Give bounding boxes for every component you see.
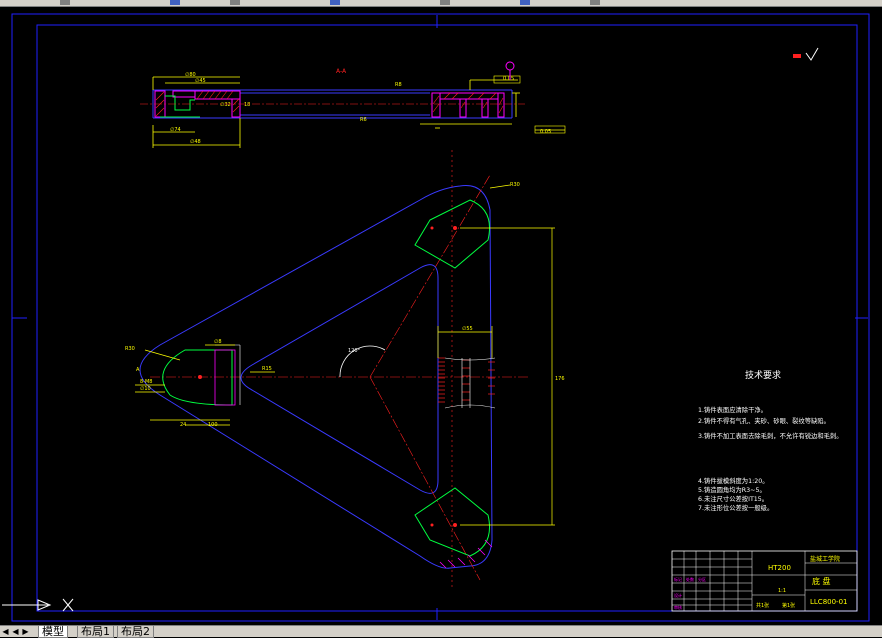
drawing-number: LLC800-01	[810, 598, 847, 606]
tech-requirements: 技术要求 1.铸件表面应清除干净。 2.铸件不得有气孔、夹砂、砂眼、裂纹等缺陷。…	[698, 369, 843, 512]
title-block-cell: 审核	[674, 604, 682, 610]
material-label: HT200	[768, 564, 791, 572]
dim-text: R30	[510, 182, 520, 188]
dim-text: R6	[360, 117, 367, 123]
tab-next-icon[interactable]: ▶	[22, 627, 29, 636]
dim-text: ∅80	[185, 72, 196, 78]
cad-drawing: A-A	[2, 13, 870, 622]
title-block-cell: 设计	[674, 592, 682, 598]
plan-view: 120°	[125, 150, 565, 590]
title-block-cell: 标记	[674, 576, 682, 582]
section-view: ∅80 ∅45 ∅48 ∅74 R8 R6 ∅32 18 0.05 0.05	[140, 61, 566, 148]
dim-text: 100	[208, 422, 218, 428]
title-block-cell: 处数	[686, 576, 694, 582]
dim-text: 24	[180, 422, 186, 428]
tab-layout1[interactable]: 布局1	[77, 626, 114, 638]
school-label: 盐城工学院	[810, 555, 840, 563]
dim-text: R15	[262, 366, 272, 372]
toolbar	[0, 0, 882, 7]
part-name: 底 盘	[812, 576, 831, 586]
layout-tab-bar: ◀ ◀ ▶ 模型 布局1 布局2	[0, 625, 882, 638]
dim-text: ∅55	[462, 326, 473, 332]
tech-line: 7.未注形位公差按一般级。	[698, 503, 773, 512]
dim-text: R30	[125, 346, 135, 352]
tab-layout2[interactable]: 布局2	[117, 626, 154, 638]
tech-line: 1.铸件表面应清除干净。	[698, 405, 767, 414]
drawing-canvas[interactable]: A-A	[0, 7, 882, 625]
dim-text: 120°	[348, 348, 361, 354]
dim-text: ∅8	[214, 339, 222, 345]
dim-text: 18	[244, 102, 250, 108]
dim-text: A	[136, 367, 140, 373]
toolbar-icon[interactable]	[520, 0, 530, 5]
scale-label: 1:1	[778, 588, 786, 594]
toolbar-icon[interactable]	[170, 0, 180, 5]
ucs-icon	[2, 598, 74, 612]
tech-line: 6.未注尺寸公差按IT15。	[698, 494, 768, 503]
toolbar-icon[interactable]	[230, 0, 240, 5]
plate-outline	[139, 185, 493, 569]
dim-text: ∅74	[170, 127, 181, 133]
dim-text: R8	[395, 82, 402, 88]
inner-frame	[36, 24, 858, 612]
toolbar-icon[interactable]	[330, 0, 340, 5]
outer-frame	[11, 13, 870, 622]
tech-title: 技术要求	[745, 369, 781, 381]
datum-circle	[505, 61, 515, 71]
dim-text: ∅45	[195, 78, 206, 84]
dim-text: 0.05	[540, 129, 551, 135]
tech-line: 5.铸造圆角均为R3~5。	[698, 485, 766, 494]
sheet-total: 共1张	[756, 602, 769, 609]
dim-text: ∅48	[190, 139, 201, 145]
dim-text: ∅32	[220, 102, 231, 108]
geometric-tolerance-frame	[534, 125, 566, 134]
toolbar-icon[interactable]	[590, 0, 600, 5]
tech-line: 4.铸件拔模斜度为1:20。	[698, 476, 769, 485]
title-block: 标记 处数 分区 设计 审核 HT200 盐城工学院 底 盘 LLC800-01…	[671, 550, 858, 612]
tab-model[interactable]: 模型	[38, 626, 68, 638]
dim-text: 176	[555, 376, 565, 382]
tab-prev-icon[interactable]: ◀	[12, 627, 19, 636]
dim-text: ∅10	[140, 386, 151, 392]
tech-line: 3.铸件不加工表面去除毛刺，不允许有锐边和毛刺。	[698, 431, 843, 440]
sheet-number: 第1张	[782, 602, 795, 609]
title-block-cell: 分区	[698, 576, 706, 582]
plate-cutout	[240, 264, 439, 494]
toolbar-icon[interactable]	[60, 0, 70, 5]
roughness-symbol	[793, 47, 819, 61]
dim-text: 8-M8	[140, 379, 152, 385]
toolbar-icon[interactable]	[440, 0, 450, 5]
tab-first-icon[interactable]: ◀	[2, 627, 9, 636]
dim-text: 0.05	[503, 76, 514, 82]
section-label: A-A	[336, 68, 347, 75]
tech-line: 2.铸件不得有气孔、夹砂、砂眼、裂纹等缺陷。	[698, 416, 830, 425]
geometric-tolerance-frame	[493, 75, 521, 84]
